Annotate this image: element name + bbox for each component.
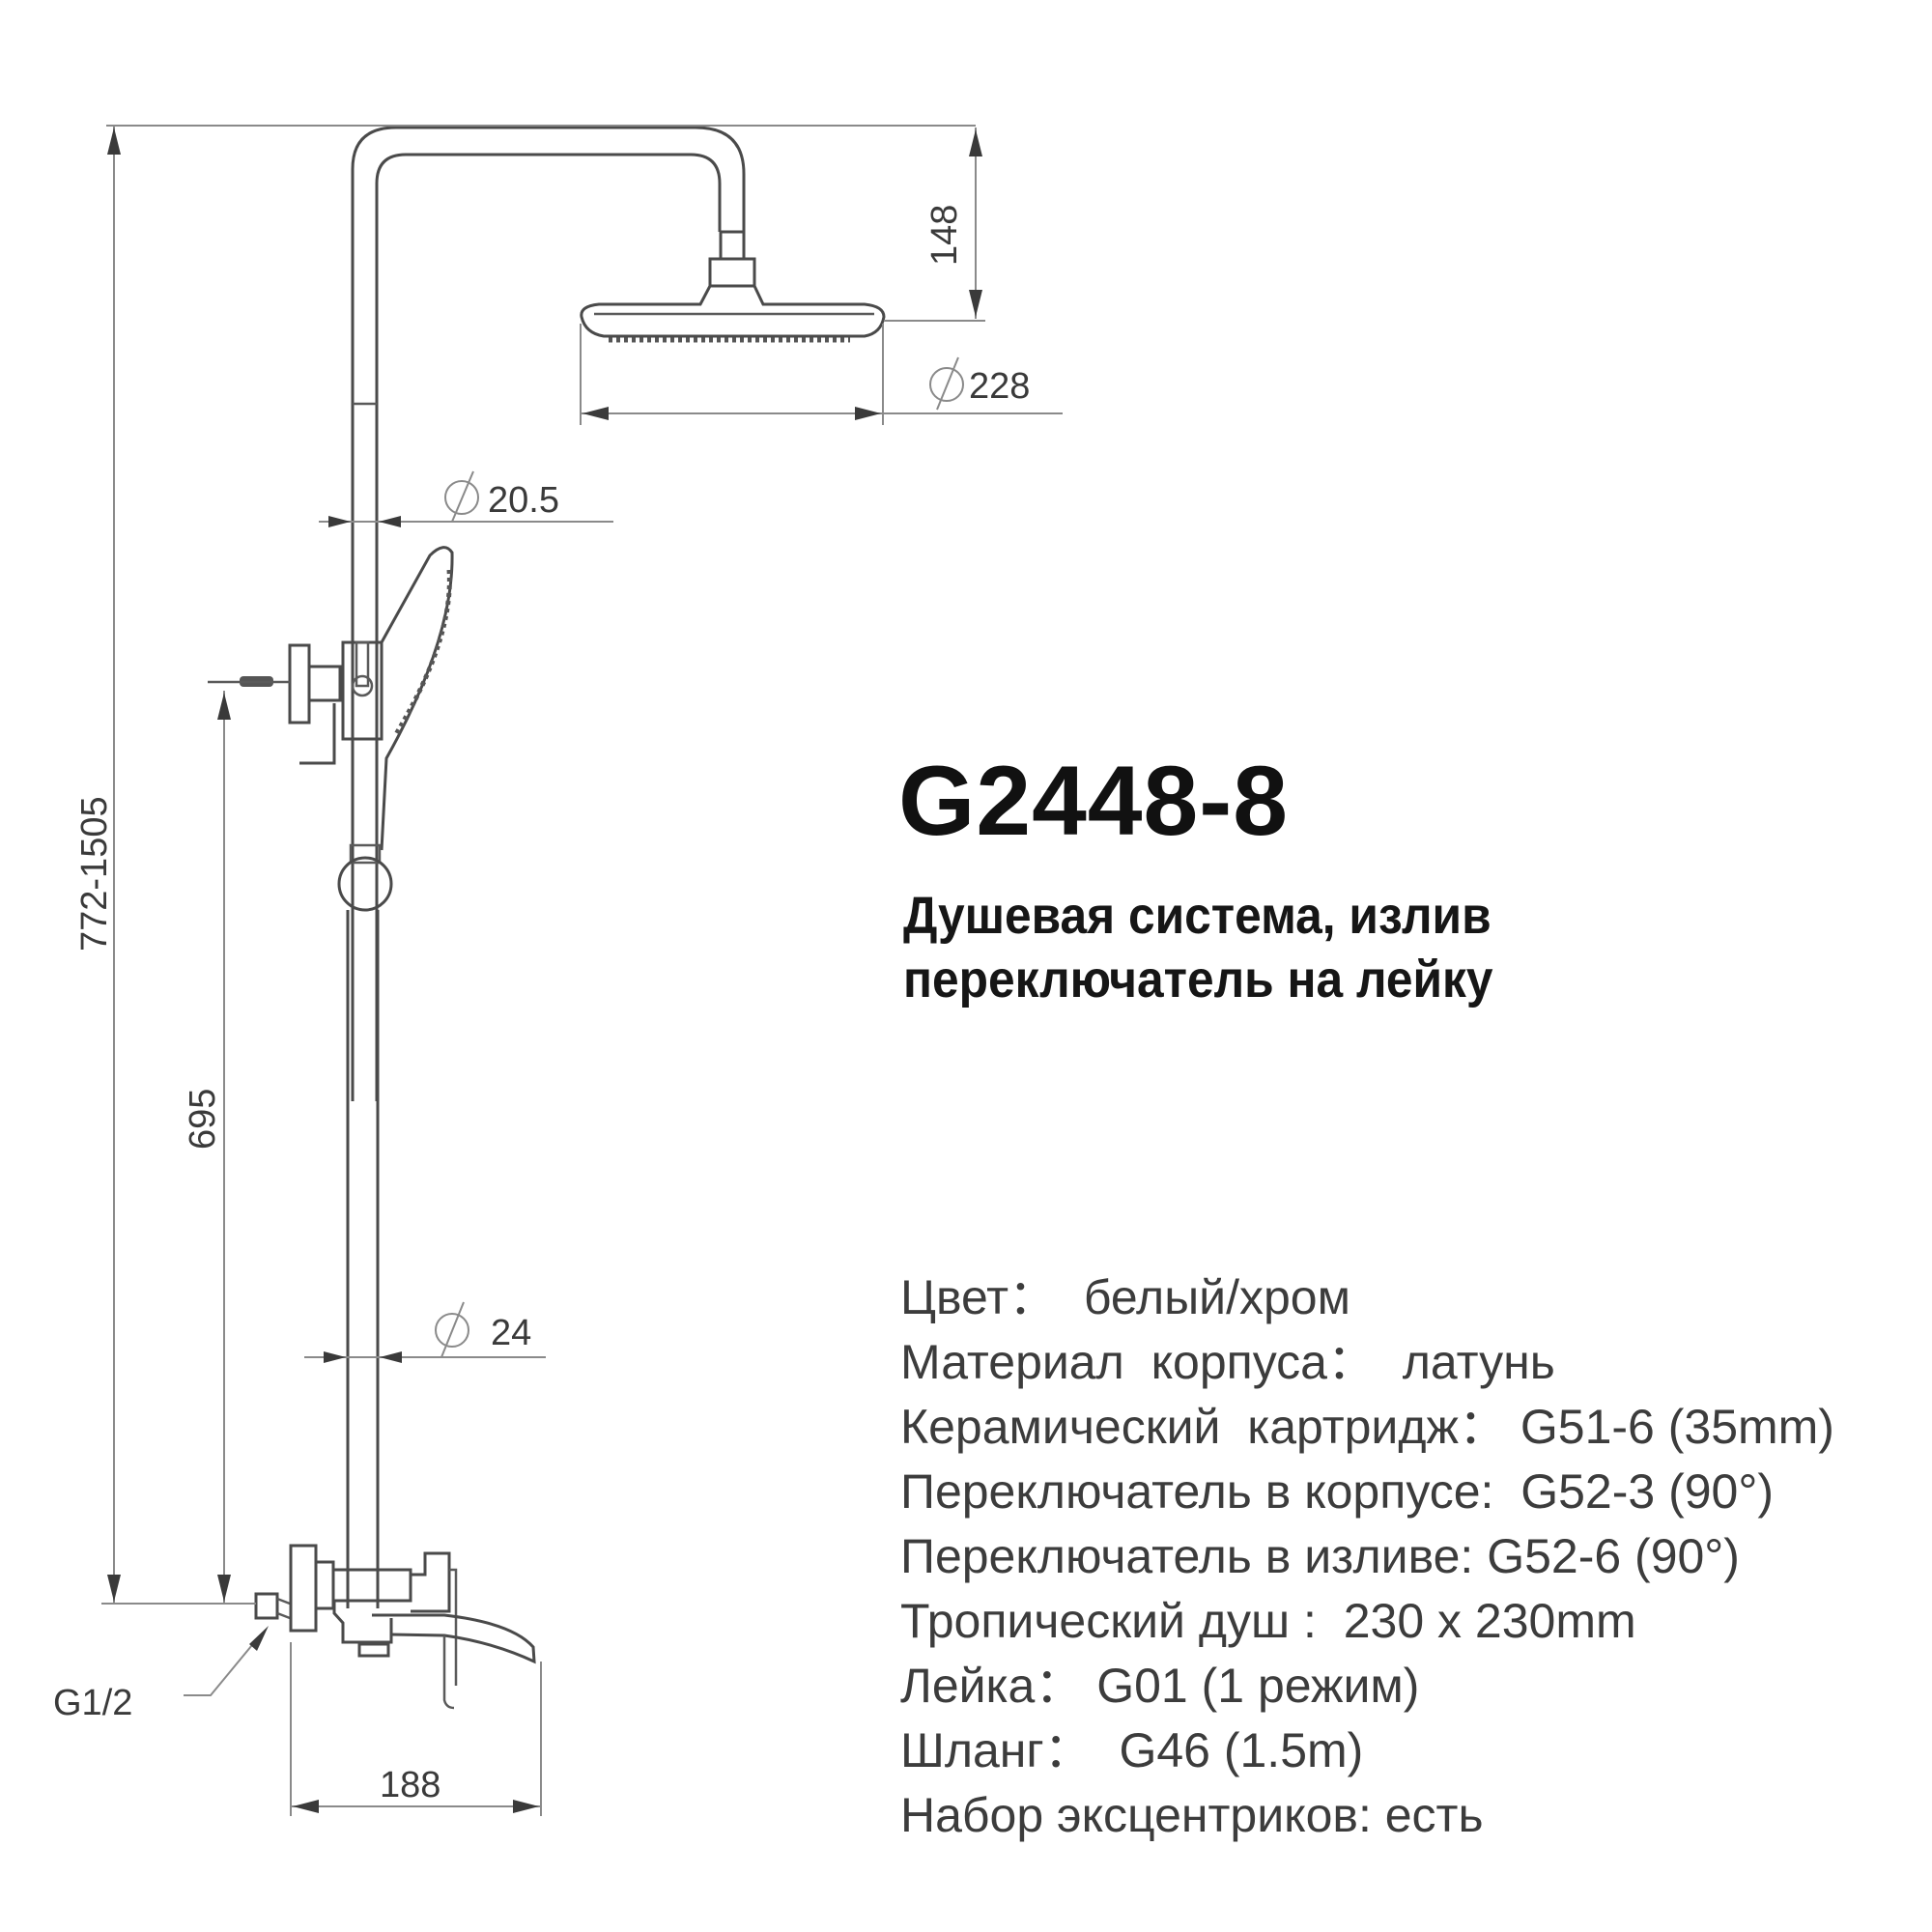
- spec-label: Материал корпуса：: [900, 1335, 1376, 1389]
- spec-value: 230 x 230mm: [1316, 1594, 1636, 1648]
- dim-mixer-to-holder: 695: [183, 1089, 223, 1150]
- spec-hose: Шланг： G46 (1.5m): [900, 1719, 1834, 1783]
- rain-shower-head: [580, 285, 886, 343]
- spec-value: G52-6 (90°): [1473, 1529, 1740, 1583]
- spec-list: Цвет： белый/хром Материал корпуса： латун…: [900, 1265, 1834, 1848]
- spec-value: G52-3 (90°): [1493, 1464, 1775, 1519]
- spec-spout-diverter: Переключатель в изливе: G52-6 (90°): [900, 1524, 1834, 1589]
- dim-total-height: 772-1505: [74, 796, 115, 952]
- dim-lower-pipe-diameter: 24: [491, 1313, 531, 1353]
- dim-upper-pipe-diameter: 20.5: [488, 480, 559, 521]
- spec-value: белый/хром: [1057, 1270, 1350, 1324]
- spec-hand-shower: Лейка： G01 (1 режим): [900, 1654, 1834, 1719]
- spec-label: Шланг：: [900, 1723, 1093, 1777]
- dim-head-diameter: 228: [969, 366, 1030, 407]
- lower-pipe: [346, 910, 380, 1608]
- diverter-block: [208, 640, 384, 765]
- dim-spout-length: 188: [380, 1765, 440, 1805]
- mixer: [254, 1544, 536, 1710]
- spec-label: Набор эксцентриков:: [900, 1788, 1372, 1842]
- description-line-1: Душевая система, излив: [903, 887, 1492, 945]
- spec-label: Переключатель в изливе:: [900, 1529, 1474, 1583]
- spec-value: есть: [1371, 1788, 1484, 1842]
- spec-body-diverter: Переключатель в корпусе: G52-3 (90°): [900, 1460, 1834, 1524]
- spec-eccentrics: Набор эксцентриков: есть: [900, 1783, 1834, 1848]
- hand-shower-holder: [337, 843, 393, 912]
- spec-cartridge: Керамический картридж： G51-6 (35mm): [900, 1395, 1834, 1460]
- spec-label: Переключатель в корпусе:: [900, 1464, 1494, 1519]
- spec-label: Цвет：: [900, 1270, 1058, 1324]
- spec-value: латунь: [1375, 1335, 1555, 1389]
- spec-rain-shower: Тропический душ : 230 x 230mm: [900, 1589, 1834, 1654]
- hand-shower: [380, 546, 454, 851]
- spec-color: Цвет： белый/хром: [900, 1265, 1834, 1330]
- product-model: G2448-8: [898, 746, 1289, 856]
- description-line-2: переключатель на лейку: [903, 951, 1493, 1009]
- diameter-symbols: [435, 356, 964, 1358]
- dimension-lines: [101, 125, 1063, 1816]
- spec-body-material: Материал корпуса： латунь: [900, 1330, 1834, 1395]
- dim-head-drop: 148: [924, 205, 965, 266]
- spec-value: G51-6 (35mm): [1506, 1400, 1834, 1454]
- dim-inlet-thread: G1/2: [53, 1683, 132, 1723]
- spec-label: Тропический душ :: [900, 1594, 1317, 1648]
- product-description: Душевая система, излив переключатель на …: [903, 884, 1493, 1011]
- spec-label: Керамический картридж：: [900, 1400, 1507, 1454]
- spec-label: Лейка：: [900, 1659, 1084, 1713]
- spec-value: G01 (1 режим): [1083, 1659, 1420, 1713]
- shower-column: [351, 126, 756, 1101]
- dimension-labels: 772-1505 695 148 228 20.5 24 188 G1/2: [53, 205, 1030, 1805]
- spec-value: G46 (1.5m): [1092, 1723, 1364, 1777]
